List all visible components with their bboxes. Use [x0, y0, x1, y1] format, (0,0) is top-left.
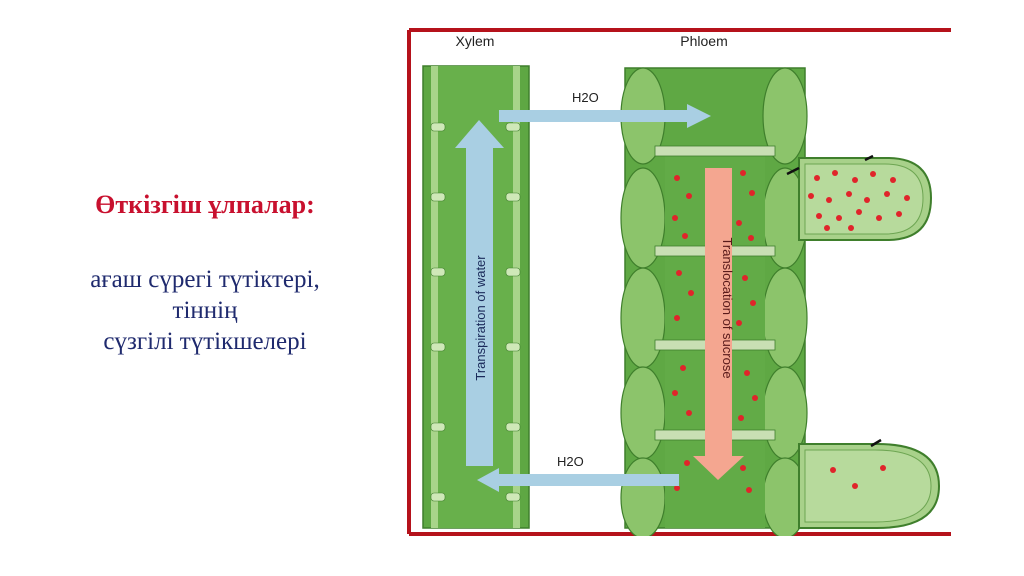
transpiration-label: Transpiration of water — [473, 255, 488, 381]
xylem-phloem-diagram: Xylem Phloem Transpiration of water — [407, 28, 951, 539]
body-line-3: сүзгілі түтікшелері — [103, 328, 307, 355]
h2o-bottom-label: H2O — [557, 454, 584, 469]
xylem-title: Xylem — [456, 33, 495, 49]
translocation-label: Translocation of sucrose — [720, 237, 735, 378]
diagram-svg: Xylem Phloem Transpiration of water — [407, 28, 951, 539]
transpiration-arrow — [455, 120, 504, 466]
slide-heading: Өткізгіш ұлпалар: — [95, 190, 315, 219]
h2o-bottom-arrow — [477, 468, 679, 492]
h2o-top-label: H2O — [572, 90, 599, 105]
slide-body: ағаш сүрегі түтіктері, тіннің сүзгілі тү… — [20, 264, 390, 357]
source-cell — [786, 154, 933, 241]
slide-text-block: Өткізгіш ұлпалар: ағаш сүрегі түтіктері,… — [20, 190, 390, 357]
translocation-arrow — [693, 168, 744, 480]
h2o-top-arrow — [499, 104, 711, 128]
phloem-title: Phloem — [680, 33, 727, 49]
body-line-2: тіннің — [172, 297, 238, 324]
body-line-1: ағаш сүрегі түтіктері, — [90, 266, 320, 293]
sink-cell — [798, 438, 941, 529]
